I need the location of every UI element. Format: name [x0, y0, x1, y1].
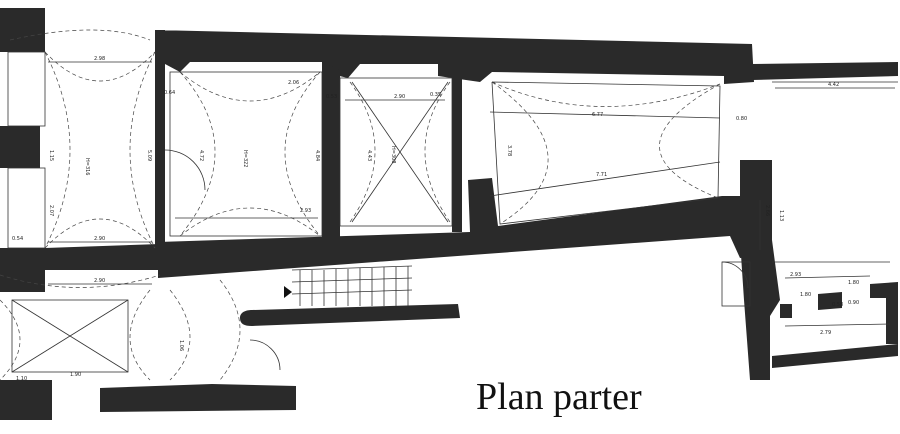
dimension-label: 7.71	[596, 172, 607, 178]
dimension-label: 2.93	[300, 208, 311, 214]
dimension-label: 1.10	[16, 376, 27, 382]
dimension-label: 0.58	[832, 302, 843, 308]
dimension-label: 0.64	[164, 90, 175, 96]
dimension-label: 0.35	[430, 92, 441, 98]
staircase	[284, 265, 413, 306]
dimension-label: 1.06	[178, 340, 184, 351]
room-height-label: H=308	[390, 146, 396, 164]
dimension-label: 1.15	[48, 150, 54, 161]
plan-title: Plan parter	[476, 376, 642, 418]
dimension-label: 0.53	[326, 94, 337, 100]
dimension-label: 2.90	[94, 236, 105, 242]
dimension-label: 3.78	[506, 145, 512, 156]
dimension-label: 4.84	[314, 150, 320, 161]
dimension-label: 2.98	[94, 56, 105, 62]
dimension-label: 2.79	[820, 330, 831, 336]
room-labels: H=316 H=322 H=308	[84, 146, 396, 176]
dimension-label: 1.13	[778, 210, 784, 221]
dimension-labels: 2.98 2.90 2.90 1.15 2.07 0.54 0.64 4.72 …	[12, 56, 859, 382]
dimension-label: 2.90	[394, 94, 405, 100]
dimension-label: 1.80	[848, 280, 859, 286]
walls	[0, 8, 898, 420]
dimension-label: 4.42	[828, 82, 839, 88]
dimension-label: 0.90	[848, 300, 859, 306]
dimension-label: 2.90	[94, 278, 105, 284]
dimension-label: 0.54	[12, 236, 23, 242]
dimension-label: 1.90	[70, 372, 81, 378]
room-height-label: H=316	[84, 158, 90, 176]
dimension-label: 2.93	[790, 272, 801, 278]
room-height-label: H=322	[242, 150, 248, 168]
vault-lines	[0, 29, 721, 381]
dimension-label: 5.09	[146, 150, 152, 161]
dimension-label: 4.72	[198, 150, 204, 161]
dimension-label: 2.66	[764, 205, 770, 216]
outlines	[7, 51, 898, 373]
dimension-label: 4.43	[366, 150, 372, 161]
dimension-label: 1.80	[800, 292, 811, 298]
dimension-label: 0.80	[736, 116, 747, 122]
dimension-label: 2.06	[288, 80, 299, 86]
dimension-label: 2.07	[48, 205, 54, 216]
dimension-label: 6.77	[592, 112, 603, 118]
